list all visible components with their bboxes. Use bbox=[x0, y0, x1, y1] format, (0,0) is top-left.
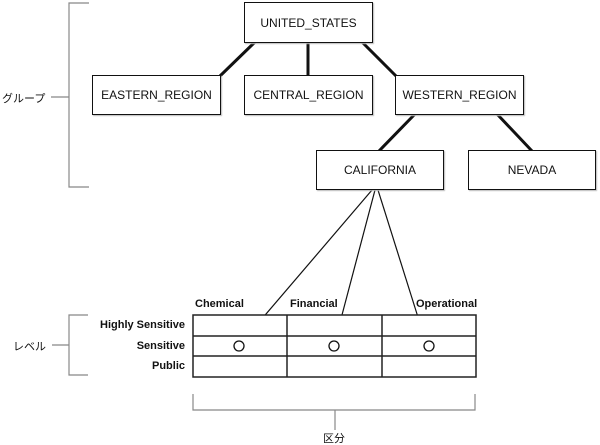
level-bracket bbox=[68, 314, 88, 376]
edge-western-nevada bbox=[495, 112, 534, 153]
level-label: レベル bbox=[13, 341, 46, 353]
edge-us-western bbox=[360, 40, 398, 78]
compartment-bracket bbox=[192, 394, 476, 411]
marker-operational-sensitive bbox=[423, 340, 435, 352]
row-header-highly-sensitive: Highly Sensitive bbox=[100, 319, 185, 331]
row-header-public: Public bbox=[151, 360, 185, 372]
node-central-region: CENTRAL_REGION bbox=[244, 75, 373, 115]
row-header-sensitive: Sensitive bbox=[136, 340, 185, 352]
column-header-chemical: Chemical bbox=[195, 298, 244, 310]
edge-western-california bbox=[377, 112, 417, 153]
compartment-label: 区分 bbox=[323, 433, 345, 445]
marker-chemical-sensitive bbox=[233, 340, 245, 352]
column-header-operational: Operational bbox=[416, 298, 478, 310]
node-nevada: NEVADA bbox=[468, 150, 596, 190]
node-eastern-region: EASTERN_REGION bbox=[92, 75, 221, 115]
node-western-region: WESTERN_REGION bbox=[395, 75, 524, 115]
marker-financial-sensitive bbox=[328, 340, 340, 352]
node-united-states: UNITED_STATES bbox=[244, 2, 373, 43]
edge-us-eastern bbox=[218, 40, 257, 78]
node-california: CALIFORNIA bbox=[316, 150, 444, 190]
column-header-financial: Financial bbox=[290, 298, 338, 310]
group-label: グループ bbox=[2, 93, 46, 105]
group-bracket bbox=[68, 2, 89, 188]
